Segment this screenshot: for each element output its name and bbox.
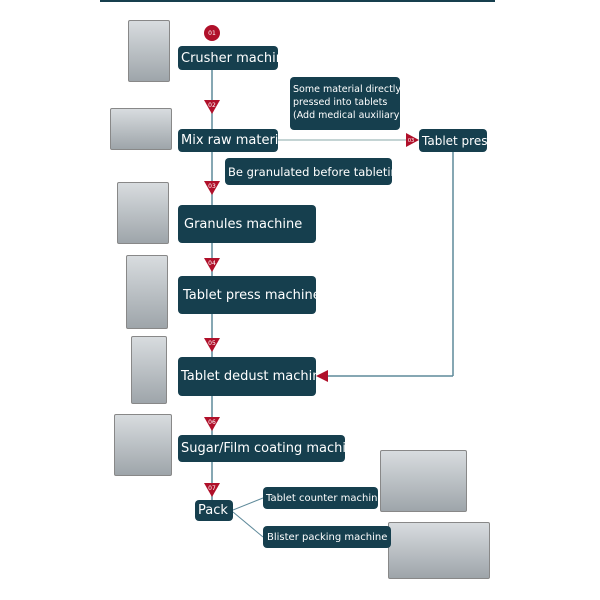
step-dedust: Tablet dedust machine — [178, 357, 316, 396]
pack-blister: Blister packing machine — [263, 526, 391, 548]
step-coating: Sugar/Film coating machine — [178, 435, 345, 462]
blister-machine-image — [388, 522, 490, 579]
step-granules: Granules machine — [178, 205, 316, 243]
pack-tablet-counter: Tablet counter machine — [263, 487, 378, 509]
coating-machine-image — [114, 414, 172, 476]
step-crusher: Crusher machine — [178, 46, 278, 70]
step-number-2: 02 — [208, 102, 216, 109]
step-number-7: 07 — [208, 485, 216, 492]
note-line: (Add medical auxiliary — [293, 110, 400, 121]
granules-machine-image — [117, 182, 169, 244]
step-number-5: 05 — [208, 340, 216, 347]
tablet-counter-image — [380, 450, 467, 512]
granulate-note: Be granulated before tableting — [225, 158, 392, 185]
dedust-machine-image — [131, 336, 167, 404]
step-number-4: 04 — [208, 260, 216, 267]
tablet-press-image — [126, 255, 168, 329]
step-number-6: 06 — [208, 419, 216, 426]
step-tablet-press: Tablet press machine — [178, 276, 316, 314]
step-number-1: 01 — [208, 30, 216, 37]
mixer-machine-image — [110, 108, 172, 150]
step-number-3: 03 — [208, 183, 216, 190]
crusher-machine-image — [128, 20, 170, 82]
step-pack: Pack — [195, 500, 233, 521]
note-line: pressed into tablets — [293, 97, 388, 108]
step-mix: Mix raw materials — [178, 129, 278, 152]
branch-tablet-press: Tablet press — [419, 129, 487, 152]
note-line: Some material directly — [293, 84, 400, 95]
direct-press-note: Some material directly pressed into tabl… — [290, 77, 400, 130]
branch-number: 03 — [408, 138, 414, 144]
